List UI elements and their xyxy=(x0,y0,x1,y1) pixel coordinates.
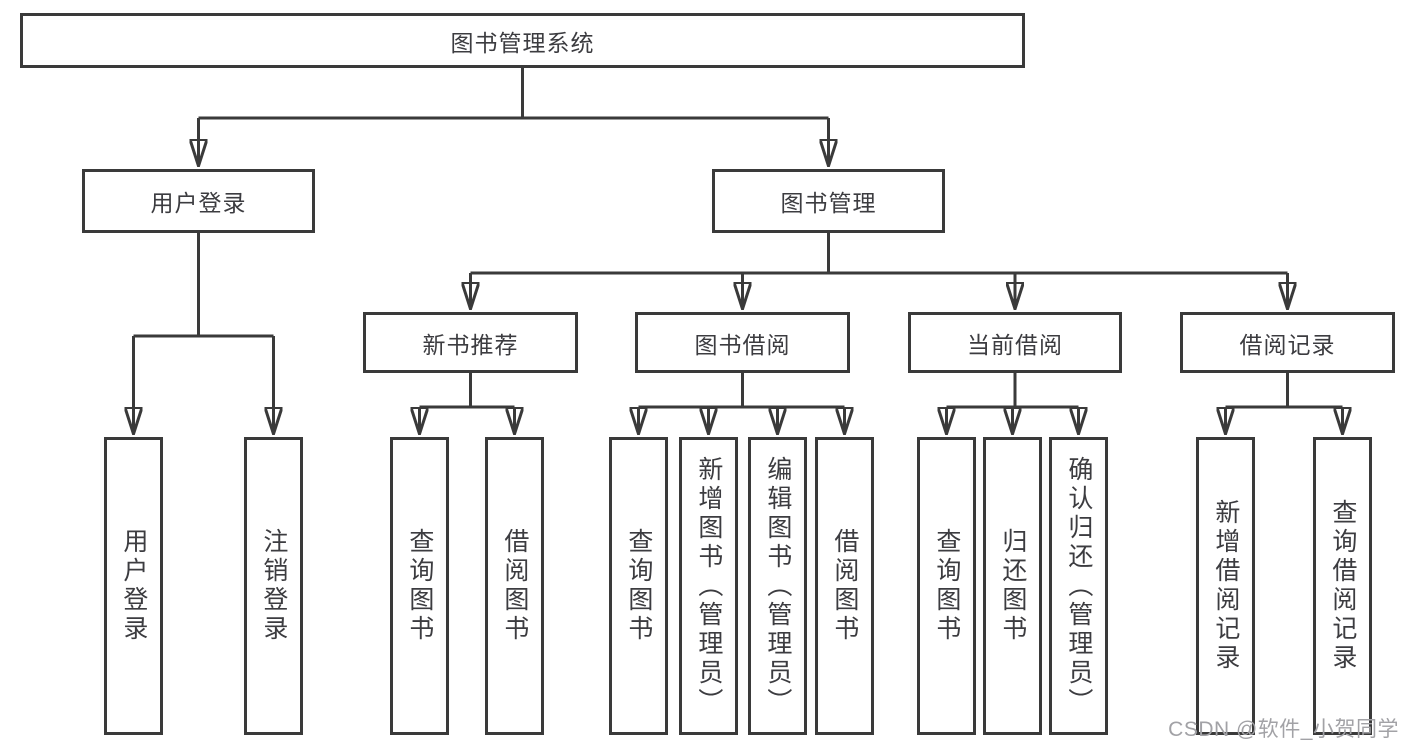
node-label: 当前借阅 xyxy=(967,331,1063,358)
node-user-login-leaf: 用户登录 xyxy=(104,437,163,735)
node-new-book-recommendation: 新书推荐 xyxy=(363,312,578,373)
node-query-books-3: 查询图书 xyxy=(917,437,976,735)
node-label: 确认归还（管理员） xyxy=(1064,455,1093,717)
node-label: 图书管理系统 xyxy=(450,29,595,56)
node-label: 图书管理 xyxy=(780,190,877,216)
node-label: 图书借阅 xyxy=(694,331,791,358)
node-add-borrow-record: 新增借阅记录 xyxy=(1196,437,1255,735)
node-label: 注销登录 xyxy=(259,528,288,644)
node-book-borrowing: 图书借阅 xyxy=(635,312,850,373)
node-label: 新增借阅记录 xyxy=(1211,499,1240,673)
node-label: 编辑图书（管理员） xyxy=(763,455,792,717)
node-query-borrow-record: 查询借阅记录 xyxy=(1313,437,1372,735)
node-book-management-branch: 图书管理 xyxy=(712,169,945,233)
node-borrow-books-1: 借阅图书 xyxy=(485,437,544,735)
node-label: 查询借阅记录 xyxy=(1328,499,1357,673)
node-current-borrowing: 当前借阅 xyxy=(908,312,1122,373)
node-library-management-system: 图书管理系统 xyxy=(20,13,1025,68)
node-confirm-return-admin: 确认归还（管理员） xyxy=(1049,437,1108,735)
connector-skeleton xyxy=(133,68,1343,409)
node-borrowing-records: 借阅记录 xyxy=(1180,312,1395,373)
node-logout-leaf: 注销登录 xyxy=(244,437,303,735)
node-label: 借阅图书 xyxy=(500,528,529,644)
csdn-watermark: CSDN @软件_小贺同学 xyxy=(1168,718,1399,741)
node-label: 用户登录 xyxy=(119,528,148,644)
node-query-books-1: 查询图书 xyxy=(390,437,449,735)
node-add-books-admin: 新增图书（管理员） xyxy=(679,437,738,735)
node-label: 借阅图书 xyxy=(830,528,859,644)
node-label: 查询图书 xyxy=(405,528,434,644)
node-label: 查询图书 xyxy=(624,528,653,644)
node-label: 归还图书 xyxy=(998,528,1027,644)
node-user-login-branch: 用户登录 xyxy=(82,169,315,233)
node-label: 新增图书（管理员） xyxy=(694,455,723,717)
node-edit-books-admin: 编辑图书（管理员） xyxy=(748,437,807,735)
connector-arrows xyxy=(134,118,1343,434)
node-label: 用户登录 xyxy=(150,190,247,216)
node-query-books-2: 查询图书 xyxy=(609,437,668,735)
node-label: 借阅记录 xyxy=(1239,331,1336,358)
node-borrow-books-2: 借阅图书 xyxy=(815,437,874,735)
node-return-books: 归还图书 xyxy=(983,437,1042,735)
node-label: 查询图书 xyxy=(932,528,961,644)
node-label: 新书推荐 xyxy=(422,331,519,358)
